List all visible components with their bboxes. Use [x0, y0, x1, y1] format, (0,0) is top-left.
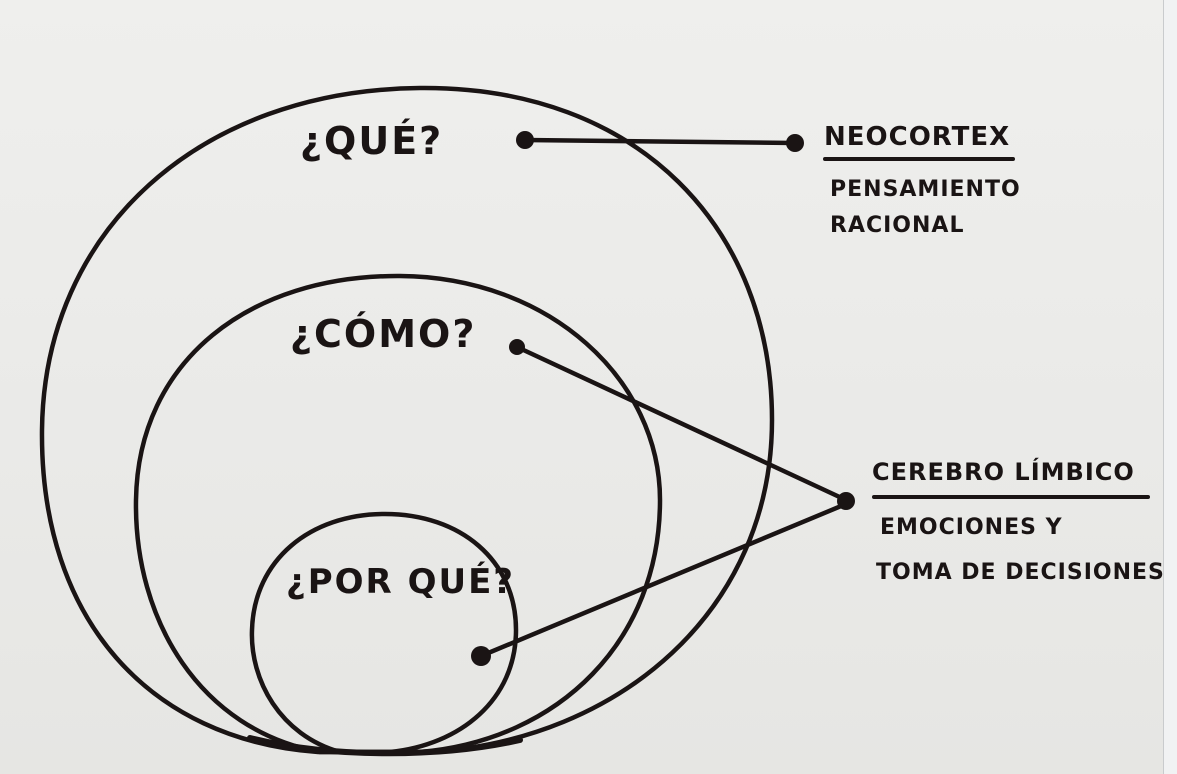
- connector-dot-what: [516, 131, 534, 149]
- question-why: ¿POR QUÉ?: [286, 562, 516, 602]
- paper-edge: [1163, 0, 1177, 774]
- limbic-title: CEREBRO LÍMBICO: [872, 458, 1135, 486]
- connector-dot-limbic: [837, 492, 855, 510]
- connector-why-limbic: [478, 501, 849, 659]
- connector-dot-why: [471, 646, 491, 666]
- connector-what-neocortex: [522, 137, 798, 146]
- question-what: ¿QUÉ?: [300, 119, 444, 163]
- connector-dot-how: [509, 339, 525, 355]
- neocortex-underline: [823, 157, 1015, 161]
- limbic-desc-line2: TOMA DE DECISIONES: [876, 560, 1165, 585]
- question-how: ¿CÓMO?: [290, 312, 477, 356]
- limbic-underline: [872, 495, 1150, 499]
- middle-circle-how: [133, 273, 663, 755]
- limbic-desc-line1: EMOCIONES Y: [880, 515, 1063, 540]
- outer-circle-what: [39, 85, 775, 755]
- neocortex-desc-line1: PENSAMIENTO: [830, 177, 1021, 202]
- neocortex-desc-line2: RACIONAL: [830, 213, 965, 238]
- neocortex-title: NEOCORTEX: [824, 122, 1011, 152]
- inner-circle-why: [249, 511, 519, 755]
- connector-dot-neocortex: [786, 134, 804, 152]
- connector-how-limbic: [514, 344, 849, 503]
